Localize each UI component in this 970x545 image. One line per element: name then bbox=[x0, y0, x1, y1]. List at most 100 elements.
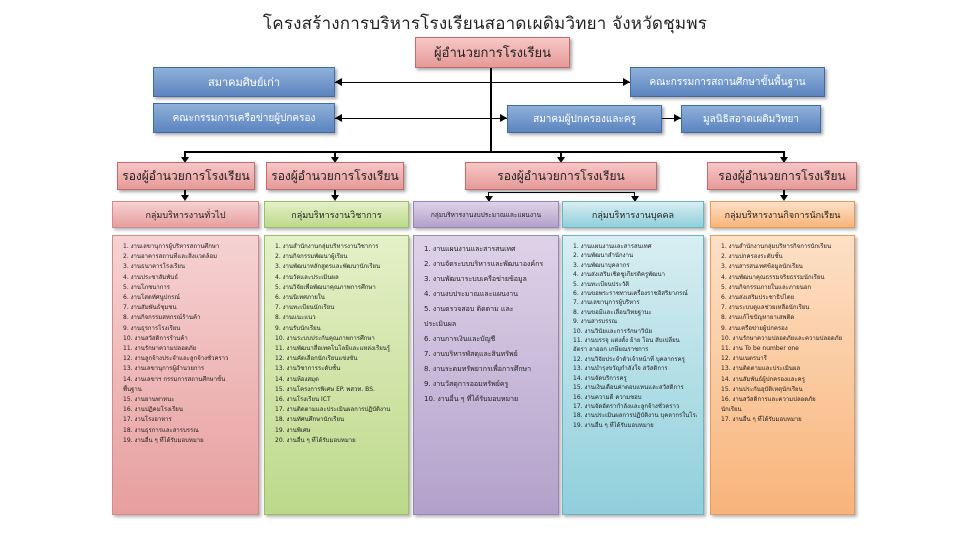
deputy-box-4: รองผู้อำนวยการโรงเรียน bbox=[707, 162, 857, 190]
arrow-foundation bbox=[674, 114, 681, 122]
connector-foundation bbox=[662, 118, 681, 119]
duty-item: 6. งานการเงินและบัญชี bbox=[424, 335, 496, 343]
duty-item: 8. งานแก้ไขปัญหายาเสพติด bbox=[721, 314, 795, 322]
duty-item: 14. งานห้องสมุด bbox=[275, 375, 319, 383]
duty-item: 15. งานยานพาหนะ bbox=[123, 396, 175, 404]
arrow-deputy-2 bbox=[331, 157, 339, 163]
deputy-label: รองผู้อำนวยการโรงเรียน bbox=[497, 168, 625, 183]
duty-item: 9. งานรับนักเรียน bbox=[275, 324, 321, 332]
arrow-parent-network bbox=[335, 114, 342, 122]
drop-group-5 bbox=[783, 190, 785, 198]
panel-student: 1. งานสำนักงานกลุ่มบริหารกิจการนักเรียน 2… bbox=[710, 235, 855, 515]
duty-item: 1. งานแผนงานและสารสนเทศ bbox=[424, 245, 516, 253]
deputy-box-2: รองผู้อำนวยการโรงเรียน bbox=[266, 162, 404, 190]
duty-item: 9. งานสารบรรณ bbox=[573, 318, 618, 326]
duty-item: 15. งานโครงการพิเศษ EP. พสวท. BS. bbox=[275, 385, 375, 393]
duty-item: 4. งานวัดและประเมินผล bbox=[275, 273, 339, 281]
duty-item: 7. งานสัมพันธ์ชุมชน bbox=[123, 304, 177, 312]
duty-item: 7. งานทะเบียนนักเรียน bbox=[275, 304, 335, 312]
duty-item: 17. งานติดตามและประเมินผลการปฏิบัติงาน bbox=[275, 406, 391, 414]
duty-item: 8. งานระดมทรัพยากรเพื่อการศึกษา bbox=[424, 365, 532, 373]
duty-item: 9. งานธุรการโรงเรียน bbox=[123, 324, 181, 332]
duty-item: 1. งานสำนักงานกลุ่มบริหารกิจการนักเรียน bbox=[721, 243, 832, 250]
drop-deputy-2 bbox=[334, 151, 336, 159]
panel-budget: 1. งานแผนงานและสารสนเทศ 2. งานจัดระบบบริห… bbox=[413, 235, 559, 515]
duty-item: 19. งานอื่น ๆ ที่ได้รับมอบหมาย bbox=[573, 421, 654, 429]
duty-item: 18. งานทัศนศึกษานักเรียน bbox=[275, 416, 345, 424]
duty-item: 12. งานเนตรนารี bbox=[721, 355, 767, 363]
arrow-deputy-4 bbox=[780, 157, 788, 163]
duty-item: 19. งานพิเศษ bbox=[275, 426, 311, 434]
duty-item: 5. งานวิจัยเพื่อพัฒนาคุณภาพการศึกษา bbox=[275, 283, 376, 291]
parent-network-label: คณะกรรมการเครือข่ายผู้ปกครอง bbox=[172, 112, 316, 124]
duty-item: 2. งานปกครองระดับชั้น bbox=[721, 253, 783, 261]
trunk-line bbox=[490, 68, 492, 152]
duty-item: 17. งานอื่น ๆ ที่ได้รับมอบหมาย bbox=[721, 416, 802, 424]
foundation-label: มูลนิธิสอาดเผดิมวิทยา bbox=[703, 113, 799, 125]
arrow-basic-board bbox=[623, 78, 630, 86]
duty-item: 8. งานขอมีและเลื่อนวิทยฐานะ bbox=[573, 308, 652, 316]
duty-item: 4. งานประชาสัมพันธ์ bbox=[123, 273, 179, 281]
duty-item: 13. งานบำรุงขวัญกำลังใจ สวัสดิการ bbox=[573, 365, 668, 373]
duty-item: 15. งานประกันอุบัติเหตุนักเรียน bbox=[721, 385, 803, 393]
deputy-box-1: รองผู้อำนวยการโรงเรียน bbox=[117, 162, 255, 190]
duty-item: 1. งานเลขานุการผู้บริหารสถานศึกษา bbox=[123, 243, 220, 250]
duty-item: 18. งานประเมินผลการปฏิบัติงาน บุคลากรในโ… bbox=[573, 412, 697, 420]
deputy-label: รองผู้อำนวยการโรงเรียน bbox=[122, 168, 250, 183]
page-title: โครงสร้างการบริหารโรงเรียนสอาดเผดิมวิทยา… bbox=[262, 14, 708, 34]
duty-item: 8. งานแนะแนว bbox=[275, 314, 316, 322]
duty-item: 12. งานวิจัยประจำตัวเจ้าหน้าที่ บุคลากรค… bbox=[573, 355, 685, 363]
duty-item: ประเมินผล bbox=[424, 320, 457, 328]
drop-group-3 bbox=[488, 192, 489, 198]
basic-board-label: คณะกรรมการสถานศึกษาขั้นพื้นฐาน bbox=[649, 76, 806, 88]
duty-item: 7. งานระบบดูแลช่วยเหลือนักเรียน bbox=[721, 304, 810, 312]
arrow-group-1 bbox=[181, 195, 189, 201]
deputy-bus-line bbox=[184, 151, 784, 153]
alumni-label: สมาคมศิษย์เก่า bbox=[207, 76, 281, 89]
duty-item: 3. งานพัฒนาหลักสูตรและพัฒนานักเรียน bbox=[275, 263, 381, 271]
duty-item: 2. งานพัฒนาสำนักงาน bbox=[573, 252, 634, 260]
duty-item: 1. งานสำนักงานกลุ่มบริหารงานวิชาการ bbox=[275, 243, 379, 250]
duty-item: 14. งานสัมพันธ์ผู้ปกครองและครู bbox=[721, 375, 805, 383]
drop-deputy-4 bbox=[783, 151, 785, 159]
duty-item: 11. งานบรรจุ แต่งตั้ง ย้าย โอน สับเปลี่ย… bbox=[573, 337, 680, 345]
duty-item: พื้นฐาน bbox=[123, 385, 142, 393]
drop-group-2 bbox=[334, 190, 336, 198]
duty-item: 6. งานส่งเสริมประชาธิปไตย bbox=[721, 294, 795, 302]
arrow-group-3 bbox=[485, 196, 493, 202]
duty-item: 6. งานโสตทัศนูปกรณ์ bbox=[123, 294, 180, 302]
duty-item: 12. งานคัดเลือกนักเรียนแข่งขัน bbox=[275, 355, 358, 363]
drop-group-4 bbox=[634, 192, 635, 198]
duty-item: นักเรียน bbox=[721, 406, 742, 414]
duty-item: 17. งานโรงอาหาร bbox=[123, 416, 172, 424]
deputy-box-3: รองผู้อำนวยการโรงเรียน bbox=[465, 162, 657, 190]
duty-item: 10. งานสวัสดิการร้านค้า bbox=[123, 334, 188, 342]
duty-item: 8. งานกิจกรรมสหกรณ์ร้านค้า bbox=[123, 314, 201, 322]
duty-item: 7. งานบริหารพัสดุและสินทรัพย์ bbox=[424, 350, 518, 358]
budget-duty-list: 1. งานแผนงานและสารสนเทศ 2. งานจัดระบบบริห… bbox=[424, 242, 552, 407]
duty-item: 10. งานระบบประกันคุณภาพการศึกษา bbox=[275, 334, 375, 342]
group-header-budget: กลุ่มบริหารงานงบประมาณและแผนงาน bbox=[413, 201, 559, 228]
foundation-box: มูลนิธิสอาดเผดิมวิทยา bbox=[681, 105, 821, 133]
duty-item: 4. งานพัฒนาคุณธรรมจริยธรรมนักเรียน bbox=[721, 273, 825, 281]
duty-item: 2. งานจัดระบบบริหารและพัฒนาองค์กร bbox=[424, 260, 544, 268]
duty-item: 10. งานวินัยและการรักษาวินัย bbox=[573, 327, 652, 335]
duty-item: 10. งานอื่น ๆ ที่ได้รับมอบหมาย bbox=[424, 395, 519, 403]
duty-item: 3. งานธนาคารโรงเรียน bbox=[123, 263, 186, 271]
parent-teacher-label: สมาคมผู้ปกครองและครู bbox=[533, 113, 636, 125]
duty-item: 16. งานความดี ความชอบ bbox=[573, 393, 642, 401]
group-label: กลุ่มบริหารงานทั่วไป bbox=[145, 210, 226, 221]
duty-item: 14. งานจัดบริการครู bbox=[573, 374, 627, 382]
group-label: กลุ่มบริหารงานงบประมาณและแผนงาน bbox=[430, 210, 542, 219]
duty-item: 7. งานเลขานุการผู้บริหาร bbox=[573, 299, 640, 307]
duty-item: 16. งานสวัสดิการและความปลอดภัย bbox=[721, 396, 816, 404]
group-header-student: กลุ่มบริหารงานกิจการนักเรียน bbox=[710, 201, 855, 228]
duty-item: 10. งานรักษาความปลอดภัยและความปลอดภัย bbox=[721, 334, 843, 342]
connector-parent-teacher bbox=[492, 118, 507, 119]
duty-item: 5. งานกิจกรรมภายในและภายนอก bbox=[721, 283, 812, 291]
director-box: ผู้อำนวยการโรงเรียน bbox=[415, 37, 570, 68]
